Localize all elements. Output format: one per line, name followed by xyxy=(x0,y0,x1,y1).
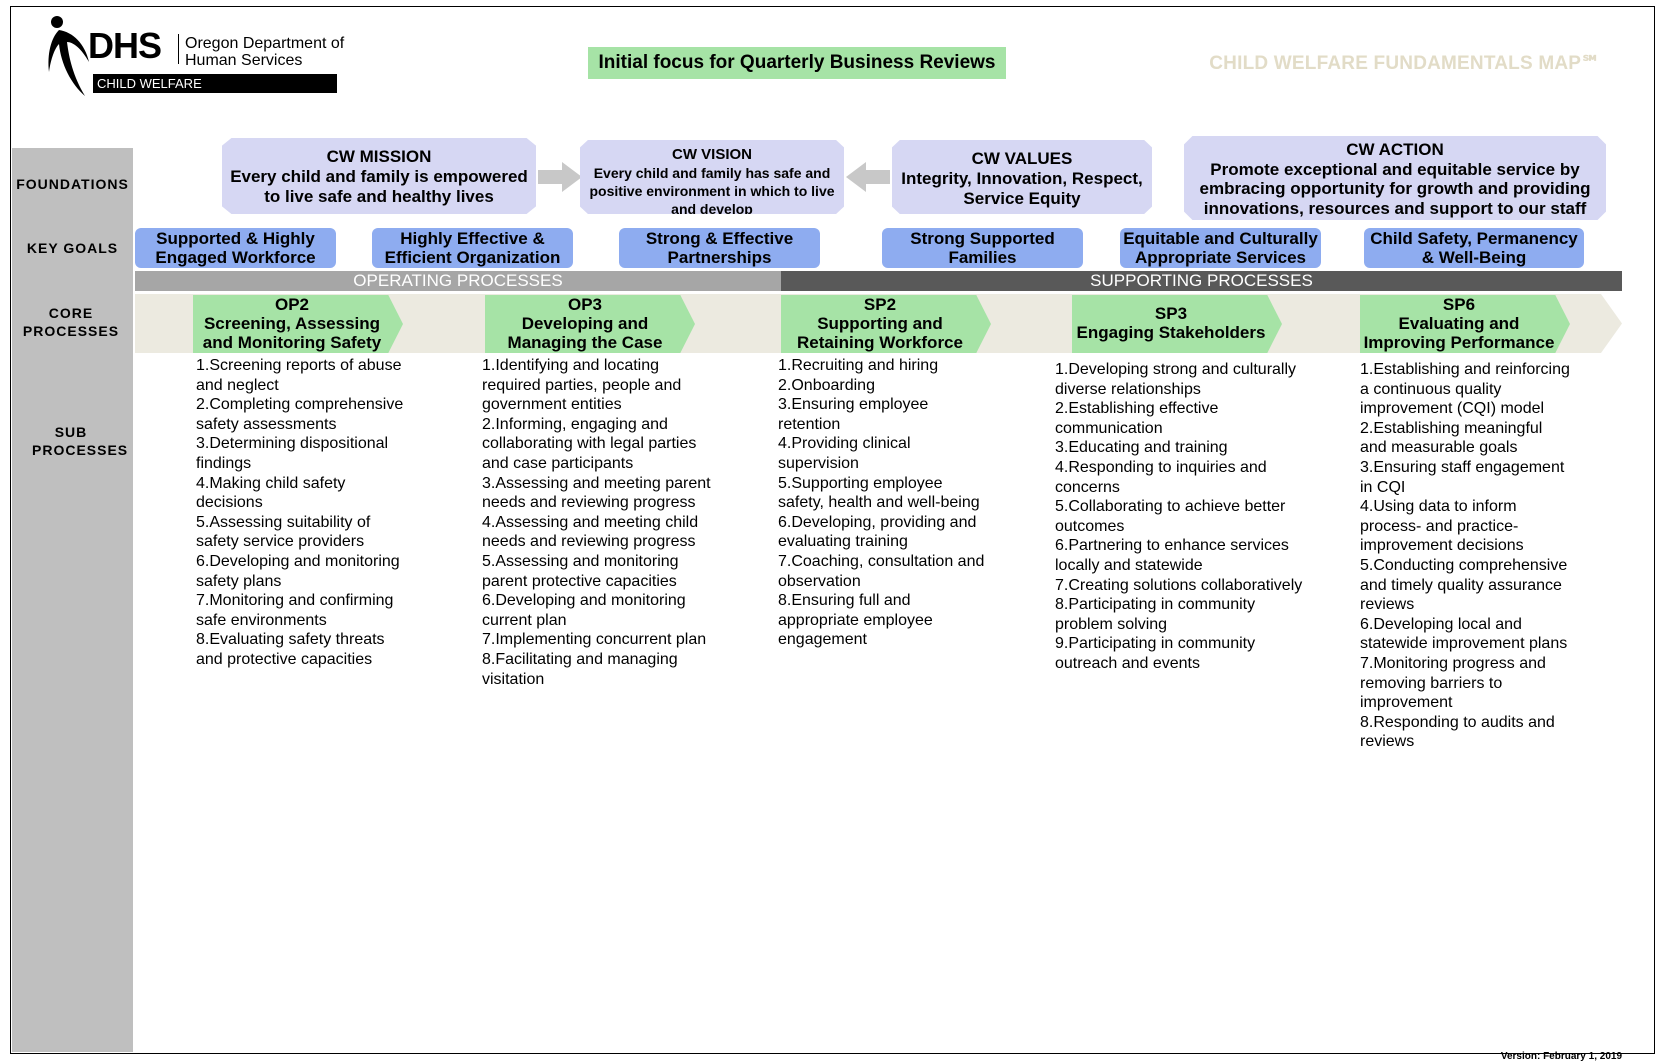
operating-processes-bar: OPERATING PROCESSES xyxy=(135,271,781,291)
list-item: 3.Assessing and meeting parent needs and… xyxy=(482,474,711,512)
key-goal-organization: Highly Effective & Efficient Organizatio… xyxy=(372,228,573,268)
sub-process-list-sp3: 1.Developing strong and culturally diver… xyxy=(1055,360,1310,674)
core-process-name: Evaluating and Improving Performance xyxy=(1363,314,1555,352)
list-item: 2.Informing, engaging and collaborating … xyxy=(482,415,697,472)
list-item: 8.Evaluating safety threats and protecti… xyxy=(196,631,385,668)
list-item: 4.Assessing and meeting child needs and … xyxy=(482,513,699,551)
row-label-foundations: FOUNDATIONS xyxy=(16,176,129,192)
sub-process-list-sp2: 1.Recruiting and hiring 2.Onboarding 3.E… xyxy=(778,356,988,650)
foundation-action: CW ACTION Promote exceptional and equita… xyxy=(1184,136,1606,220)
list-item: 8.Responding to audits and reviews xyxy=(1360,713,1555,751)
core-process-code: SP3 xyxy=(1154,304,1188,323)
list-item: 6.Developing, providing and evaluating t… xyxy=(778,513,977,551)
sub-process-list-sp6: 1.Establishing and reinforcing a continu… xyxy=(1360,360,1570,752)
list-item: 6.Developing and monitoring safety plans xyxy=(196,552,400,590)
foundation-values: CW VALUES Integrity, Innovation, Respect… xyxy=(892,140,1152,214)
foundation-title: CW VISION xyxy=(671,146,752,163)
list-item: 2.Completing comprehensive safety assess… xyxy=(196,396,404,433)
key-goal-child-safety: Child Safety, Permanency & Well-Being xyxy=(1364,228,1584,268)
foundation-mission: CW MISSION Every child and family is emp… xyxy=(222,138,536,214)
list-item: 5.Assessing and monitoring parent protec… xyxy=(482,552,679,590)
list-item: 2.Establishing effective communication xyxy=(1055,400,1219,437)
foundation-text: Integrity, Innovation, Respect, Service … xyxy=(901,169,1143,208)
list-item: 4.Making child safety decisions xyxy=(196,474,346,512)
core-process-sp2: SP2 Supporting and Retaining Workforce xyxy=(781,295,991,353)
list-item: 6.Developing local and statewide improve… xyxy=(1360,615,1568,653)
arrow-right-icon xyxy=(538,162,582,192)
core-process-sp3: SP3 Engaging Stakeholders xyxy=(1072,295,1282,353)
list-item: 5.Collaborating to achieve better outcom… xyxy=(1055,498,1286,535)
list-item: 8.Facilitating and managing visitation xyxy=(482,650,678,688)
list-item: 7.Monitoring and confirming safe environ… xyxy=(196,592,394,629)
core-process-code: SP2 xyxy=(863,295,897,314)
list-item: 6.Developing and monitoring current plan xyxy=(482,592,686,629)
foundation-text: Every child and family has safe and posi… xyxy=(589,165,835,217)
list-item: 7.Implementing concurrent plan xyxy=(482,631,707,649)
list-item: 3.Determining dispositional findings xyxy=(196,435,389,472)
foundation-title: CW VALUES xyxy=(971,149,1073,168)
row-label-sidebar xyxy=(12,148,133,1052)
foundation-vision: CW VISION Every child and family has saf… xyxy=(580,140,844,214)
foundation-title: CW MISSION xyxy=(326,147,432,166)
core-process-name: Engaging Stakeholders xyxy=(1076,323,1266,342)
core-process-code: SP6 xyxy=(1442,295,1476,314)
core-process-code: OP3 xyxy=(567,295,603,314)
core-process-code: OP2 xyxy=(274,295,310,314)
list-item: 4.Providing clinical supervision xyxy=(778,435,911,472)
list-item: 7.Monitoring progress and removing barri… xyxy=(1360,654,1546,712)
sub-process-list-op2: 1.Screening reports of abuse and neglect… xyxy=(196,356,406,670)
supporting-processes-bar: SUPPORTING PROCESSES xyxy=(781,271,1622,291)
row-label-key-goals: KEY GOALS xyxy=(26,240,119,256)
logo-divider xyxy=(178,34,179,64)
list-item: 8.Participating in community problem sol… xyxy=(1055,596,1256,633)
dhs-person-logo-icon xyxy=(48,16,89,96)
list-item: 3.Ensuring employee retention xyxy=(778,396,929,433)
foundation-text: Every child and family is empowered to l… xyxy=(230,167,528,206)
list-item: 1.Recruiting and hiring xyxy=(778,357,939,374)
list-item: 6.Partnering to enhance services locally… xyxy=(1055,537,1289,574)
list-item: 5.Assessing suitability of safety servic… xyxy=(196,513,371,551)
page-frame xyxy=(10,6,1655,1054)
list-item: 5.Supporting employee safety, health and… xyxy=(778,474,980,512)
core-process-op2: OP2 Screening, Assessing and Monitoring … xyxy=(193,295,403,353)
list-item: 1.Screening reports of abuse and neglect xyxy=(196,357,402,394)
list-item: 7.Creating solutions collaboratively xyxy=(1055,576,1303,594)
core-process-sp6: SP6 Evaluating and Improving Performance xyxy=(1360,295,1570,353)
list-item: 1.Establishing and reinforcing a continu… xyxy=(1360,361,1570,418)
logo-division-bar: CHILD WELFARE xyxy=(93,74,337,93)
core-process-name: Screening, Assessing and Monitoring Safe… xyxy=(202,314,382,352)
key-goal-families: Strong Supported Families xyxy=(882,228,1083,268)
core-process-name: Developing and Managing the Case Plan xyxy=(507,314,663,371)
key-goal-partnerships: Strong & Effective Partnerships xyxy=(619,228,820,268)
list-item: 1.Identifying and locating required part… xyxy=(482,357,682,414)
list-item: 8.Ensuring full and appropriate employee… xyxy=(778,592,933,649)
list-item: 3.Educating and training xyxy=(1055,439,1228,457)
row-label-sub-processes: SUB PROCESSES xyxy=(32,424,129,458)
sub-process-list-op3: 1.Identifying and locating required part… xyxy=(482,356,712,689)
arrow-left-icon xyxy=(846,162,890,192)
list-item: 4.Using data to inform process- and prac… xyxy=(1360,498,1524,555)
core-process-name: Supporting and Retaining Workforce xyxy=(797,314,963,352)
logo-org-name: Oregon Department of Human Services xyxy=(185,35,345,69)
list-item: 9.Participating in community outreach an… xyxy=(1055,635,1256,672)
list-item: 7.Coaching, consultation and observation xyxy=(778,552,985,590)
key-goal-equitable-services: Equitable and Culturally Appropriate Ser… xyxy=(1120,228,1321,268)
key-goal-workforce: Supported & Highly Engaged Workforce xyxy=(135,228,336,268)
logo-dhs-text: DHS xyxy=(88,25,162,66)
list-item: 5.Conducting comprehensive and timely qu… xyxy=(1360,556,1568,614)
list-item: 2.Onboarding xyxy=(778,376,875,394)
core-process-op3: OP3 Developing and Managing the Case Pla… xyxy=(485,295,695,353)
map-title: CHILD WELFARE FUNDAMENTALS MAP℠ xyxy=(1209,53,1601,74)
row-label-core-processes: CORE PROCESSES xyxy=(22,305,120,339)
foundation-title: CW ACTION xyxy=(1346,140,1444,159)
list-item: 1.Developing strong and culturally diver… xyxy=(1055,361,1297,398)
list-item: 2.Establishing meaningful and measurable… xyxy=(1360,419,1543,457)
qbr-legend: Initial focus for Quarterly Business Rev… xyxy=(588,47,1006,79)
version-label: Version: February 1, 2019 xyxy=(1500,1051,1622,1062)
list-item: 4.Responding to inquiries and concerns xyxy=(1055,458,1267,496)
foundation-text: Promote exceptional and equitable servic… xyxy=(1199,159,1591,218)
list-item: 3.Ensuring staff engagement in CQI xyxy=(1360,458,1565,496)
